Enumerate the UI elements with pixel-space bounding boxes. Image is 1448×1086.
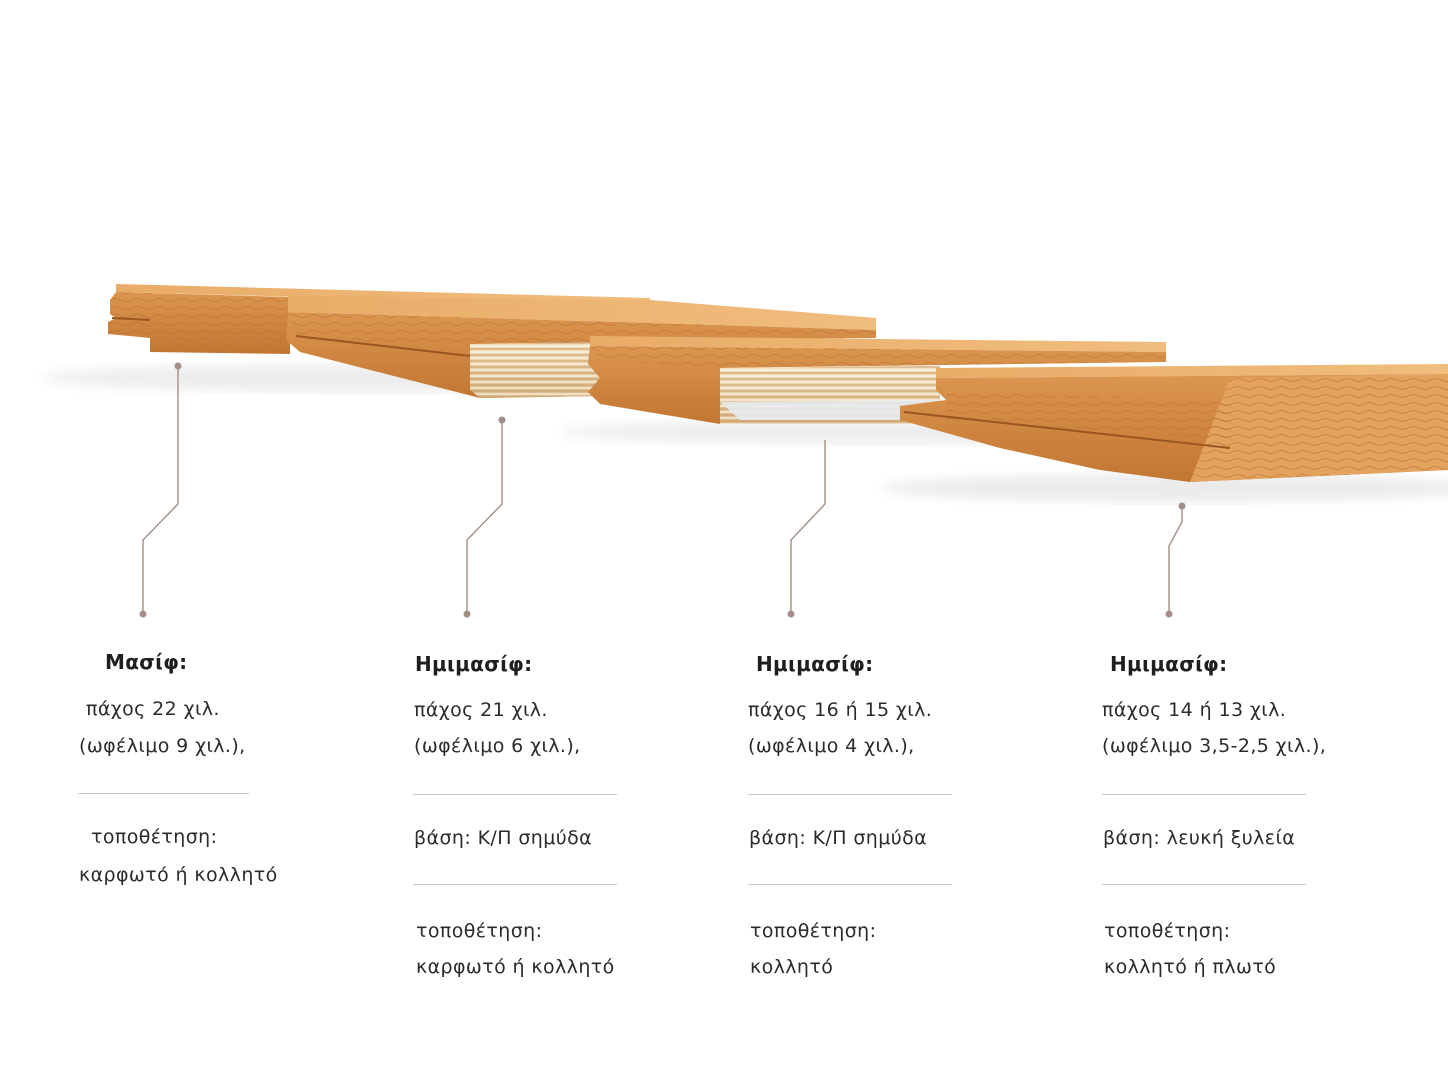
divider [413, 884, 617, 885]
divider [1102, 884, 1306, 885]
divider [1102, 794, 1306, 795]
installation-label: τοποθέτηση: [416, 920, 543, 942]
divider [413, 794, 617, 795]
leader-line-2 [466, 420, 503, 614]
leader-line-3 [790, 440, 826, 614]
leader-line-1 [142, 366, 179, 614]
installation-value: καρφωτό ή κολλητό [416, 956, 615, 978]
leader-dot-bottom-4 [1165, 610, 1173, 618]
thickness-text: πάχος 21 χιλ. [414, 699, 548, 721]
plank-engineered-21 [286, 296, 876, 398]
leader-dot-bottom-1 [139, 610, 147, 618]
column-title: Ημιμασίφ: [756, 652, 874, 676]
column-title: Ημιμασίφ: [1110, 652, 1228, 676]
leader-dot-top-1 [174, 362, 182, 370]
column-title: Μασίφ: [105, 650, 188, 674]
installation-value: κολλητό ή πλωτό [1104, 956, 1277, 978]
divider [748, 794, 952, 795]
leader-dot-top-2 [498, 416, 506, 424]
thickness-text: πάχος 16 ή 15 χιλ. [748, 699, 933, 721]
thickness-text: πάχος 14 ή 13 χιλ. [1102, 699, 1287, 721]
plank-engineered-14 [900, 364, 1448, 482]
useful-thickness-text: (ωφέλιμο 4 χιλ.), [748, 735, 915, 757]
leader-line-4 [1168, 506, 1183, 614]
leader-dot-bottom-3 [787, 610, 795, 618]
plank-engineered-16 [588, 336, 1166, 424]
useful-thickness-text: (ωφέλιμο 3,5-2,5 χιλ.), [1102, 735, 1327, 757]
installation-value: καρφωτό ή κολλητό [79, 864, 278, 886]
leader-dots [139, 362, 1186, 618]
leader-dot-top-4 [1178, 502, 1186, 510]
useful-thickness-text: (ωφέλιμο 9 χιλ.), [79, 735, 246, 757]
base-text: βάση: Κ/Π σημύδα [414, 827, 593, 849]
column-title: Ημιμασίφ: [415, 652, 533, 676]
installation-value: κολλητό [750, 956, 834, 978]
leader-lines [142, 366, 1183, 614]
divider [78, 793, 249, 794]
divider [748, 884, 952, 885]
useful-thickness-text: (ωφέλιμο 6 χιλ.), [414, 735, 581, 757]
leader-dot-bottom-2 [463, 610, 471, 618]
base-text: βάση: λευκή ξυλεία [1103, 827, 1296, 849]
installation-label: τοποθέτηση: [91, 826, 218, 848]
installation-label: τοποθέτηση: [1104, 920, 1231, 942]
thickness-text: πάχος 22 χιλ. [86, 698, 220, 720]
installation-label: τοποθέτηση: [750, 920, 877, 942]
base-text: βάση: Κ/Π σημύδα [749, 827, 928, 849]
